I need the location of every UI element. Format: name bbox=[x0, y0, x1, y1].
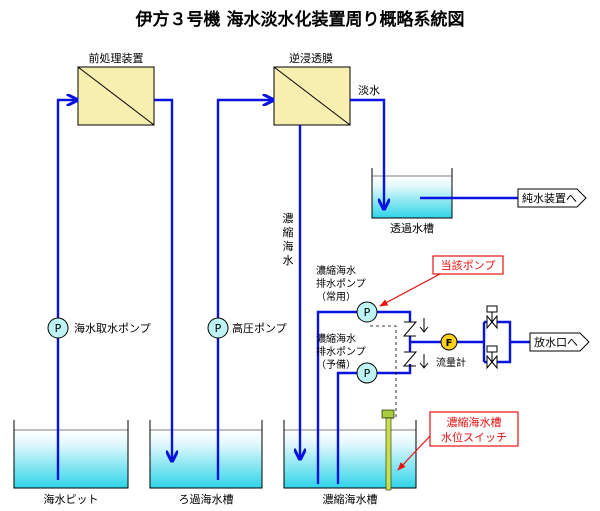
seawater-pit bbox=[13, 420, 129, 489]
flow-meter-label: 流量計 bbox=[436, 356, 466, 369]
brine-tank-label: 濃縮海水槽 bbox=[323, 492, 378, 506]
svg-text:排水ポンプ: 排水ポンプ bbox=[316, 345, 366, 358]
svg-text:排水ポンプ: 排水ポンプ bbox=[316, 277, 366, 290]
svg-text:濃縮海水: 濃縮海水 bbox=[316, 264, 356, 277]
svg-text:当該ポンプ: 当該ポンプ bbox=[441, 258, 496, 272]
brine-pump-normal: P bbox=[356, 301, 378, 323]
svg-text:縮: 縮 bbox=[283, 225, 294, 239]
svg-text:海: 海 bbox=[283, 239, 294, 253]
svg-text:F: F bbox=[446, 338, 453, 349]
svg-text:P: P bbox=[364, 306, 371, 319]
ro-membrane-label: 逆浸透膜 bbox=[289, 51, 333, 65]
intake-pump-label: 海水取水ポンプ bbox=[74, 321, 151, 335]
pretreatment-unit bbox=[77, 66, 155, 126]
ro-membrane-unit bbox=[273, 66, 351, 126]
discharge-outlet-box: 放水口へ bbox=[529, 332, 590, 352]
svg-text:（常用）: （常用） bbox=[316, 290, 356, 303]
svg-text:P: P bbox=[215, 322, 222, 335]
diagram-title: 伊方３号機 海水淡水化装置周り概略系統図 bbox=[135, 9, 465, 30]
brine-tank bbox=[283, 420, 417, 489]
filtered-seawater-tank bbox=[149, 420, 263, 489]
seawater-pit-label: 海水ピット bbox=[44, 492, 99, 506]
svg-text:濃: 濃 bbox=[283, 211, 294, 225]
svg-text:P: P bbox=[364, 367, 371, 380]
callout-pump-in-question: 当該ポンプ bbox=[379, 255, 504, 307]
svg-text:水: 水 bbox=[283, 254, 294, 267]
brine-vertical-label: 濃 縮 海 水 bbox=[283, 211, 294, 267]
hp-pump-label: 高圧ポンプ bbox=[232, 321, 287, 335]
svg-text:濃縮海水槽: 濃縮海水槽 bbox=[447, 415, 502, 429]
check-valve-standby bbox=[402, 351, 429, 369]
filtered-tank-label: ろ過海水槽 bbox=[179, 492, 234, 506]
flow-meter: F bbox=[440, 333, 458, 351]
fresh-water-label: 淡水 bbox=[358, 84, 380, 97]
valve-lower-icon bbox=[486, 345, 498, 370]
check-valve-normal bbox=[402, 318, 429, 337]
callout-level-switch: 濃縮海水槽 水位スイッチ bbox=[397, 411, 519, 471]
brine-pump-standby-label: 濃縮海水 排水ポンプ （予備） bbox=[316, 332, 366, 371]
svg-text:水位スイッチ: 水位スイッチ bbox=[441, 430, 507, 444]
level-switch bbox=[381, 409, 395, 491]
brine-pump-normal-label: 濃縮海水 排水ポンプ （常用） bbox=[316, 264, 366, 303]
valve-upper-icon bbox=[486, 305, 498, 330]
brine-pump-standby: P bbox=[356, 362, 378, 384]
high-pressure-pump: P bbox=[207, 317, 229, 339]
svg-text:放水口へ: 放水口へ bbox=[534, 335, 578, 349]
pretreatment-label: 前処理装置 bbox=[89, 51, 144, 65]
svg-text:純水装置へ: 純水装置へ bbox=[522, 192, 577, 205]
permeate-tank-label: 透過水槽 bbox=[390, 222, 434, 235]
svg-text:P: P bbox=[55, 322, 62, 335]
intake-pump: P bbox=[47, 317, 69, 339]
pure-water-unit-box: 純水装置へ bbox=[517, 188, 587, 208]
svg-text:（予備）: （予備） bbox=[316, 358, 356, 371]
svg-text:濃縮海水: 濃縮海水 bbox=[316, 332, 356, 345]
